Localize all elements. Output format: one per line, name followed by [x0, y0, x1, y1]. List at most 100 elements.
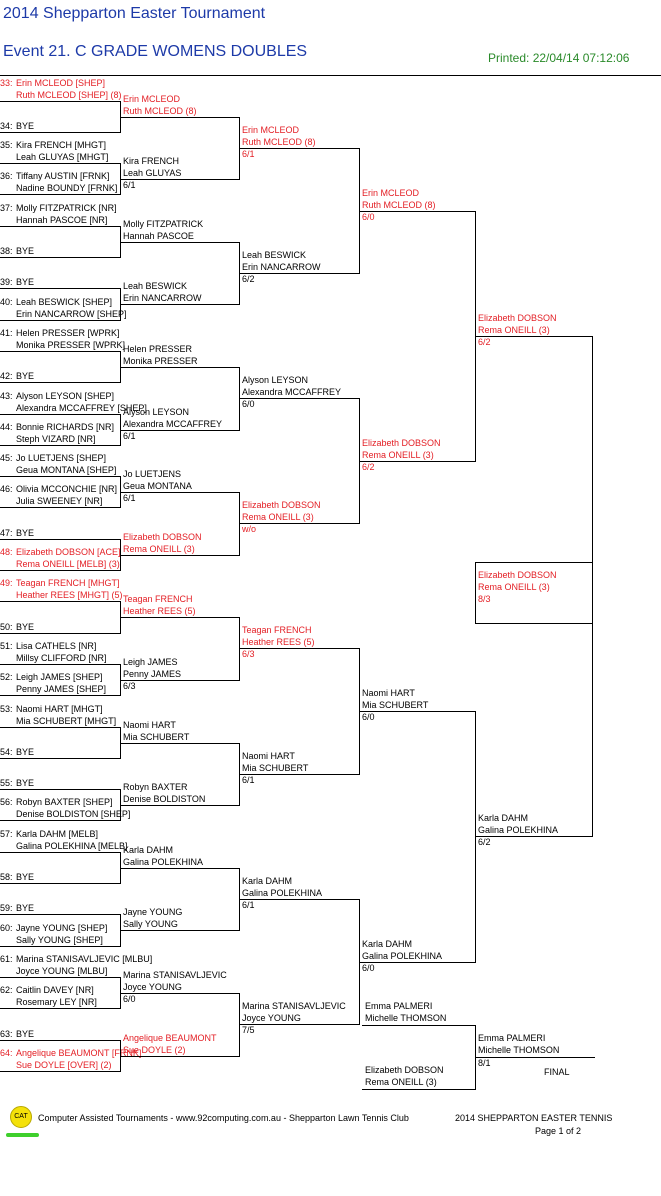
- bracket-line: [0, 727, 120, 728]
- player-name: Sally YOUNG [SHEP]: [16, 935, 103, 945]
- team-name: Geua MONTANA: [123, 481, 192, 491]
- draw-position: 37:: [0, 203, 13, 213]
- player-name: Denise BOLDISTON [SHEP]: [16, 809, 131, 819]
- tournament-title: 2014 Shepparton Easter Tournament: [3, 5, 266, 22]
- player-name: BYE: [16, 903, 35, 913]
- bracket-line: [0, 1071, 120, 1072]
- match-score: 6/3: [242, 649, 255, 659]
- player-name: BYE: [16, 277, 35, 287]
- draw-position: 46:: [0, 484, 13, 494]
- team-name: Erin MCLEOD: [362, 188, 420, 198]
- bracket-line: [0, 946, 120, 947]
- bracket-line: [362, 1025, 475, 1026]
- team-name: Galina POLEKHINA: [123, 857, 204, 867]
- bracket-line: [0, 351, 120, 352]
- team-name: Erin MCLEOD: [242, 125, 300, 135]
- bracket-line: [0, 977, 120, 978]
- team-name: Rema ONEILL (3): [478, 582, 550, 592]
- bracket-line: [0, 163, 120, 164]
- bracket-line: [0, 664, 120, 665]
- team-name: Marina STANISAVLJEVIC: [242, 1001, 346, 1011]
- player-name: BYE: [16, 121, 35, 131]
- bracket-line: [0, 320, 120, 321]
- team-name: Joyce YOUNG: [123, 982, 182, 992]
- player-name: Naomi HART [MHGT]: [16, 704, 103, 714]
- bracket-line: [120, 242, 240, 243]
- draw-position: 39:: [0, 277, 13, 287]
- bracket-line: [120, 179, 240, 180]
- bracket-line: [0, 194, 120, 195]
- player-name: Teagan FRENCH [MHGT]: [16, 578, 120, 588]
- team-name: Emma PALMERI: [478, 1033, 546, 1043]
- team-name: Ruth MCLEOD (8): [362, 200, 436, 210]
- team-name: Karla DAHM: [123, 845, 174, 855]
- footer-page: Page 1 of 2: [535, 1126, 582, 1136]
- team-name: Michelle THOMSON: [478, 1045, 560, 1055]
- player-name: Monika PRESSER [WPRK]: [16, 340, 126, 350]
- player-name: Geua MONTANA [SHEP]: [16, 465, 117, 475]
- draw-position: 62:: [0, 985, 13, 995]
- match-score: 6/0: [362, 963, 375, 973]
- team-name: Mia SCHUBERT: [242, 763, 309, 773]
- bracket-line: [0, 883, 120, 884]
- team-name: Marina STANISAVLJEVIC: [123, 970, 227, 980]
- team-name: Naomi HART: [123, 720, 176, 730]
- match-score: 8/3: [478, 594, 491, 604]
- match-score: 6/1: [242, 149, 255, 159]
- player-name: BYE: [16, 246, 35, 256]
- bracket-line: [0, 1008, 120, 1009]
- draw-position: 58:: [0, 872, 13, 882]
- bracket-line: [120, 117, 240, 118]
- player-name: Alexandra MCCAFFREY [SHEP]: [16, 403, 147, 413]
- bracket-line: [0, 914, 120, 915]
- player-name: Rema ONEILL [MELB] (3): [16, 559, 120, 569]
- team-name: Penny JAMES: [123, 669, 182, 679]
- bracket-line: [239, 273, 359, 274]
- player-name: Jo LUETJENS [SHEP]: [16, 453, 107, 463]
- player-name: Erin MCLEOD [SHEP]: [16, 78, 106, 88]
- match-score: 7/5: [242, 1025, 255, 1035]
- bracket-line: [0, 695, 120, 696]
- player-name: BYE: [16, 872, 35, 882]
- team-name: Jayne YOUNG: [123, 907, 183, 917]
- team-name: Heather REES (5): [242, 637, 315, 647]
- team-name: Rema ONEILL (3): [478, 325, 550, 335]
- bracket-line: [0, 820, 120, 821]
- match-score: 6/1: [123, 431, 136, 441]
- bracket-line: [239, 148, 359, 149]
- team-name: Erin MCLEOD: [123, 94, 181, 104]
- match-score: w/o: [242, 524, 257, 534]
- player-name: Angelique BEAUMONT [FRNK]: [16, 1048, 142, 1058]
- match-score: 6/0: [362, 712, 375, 722]
- bracket-line: [359, 461, 475, 462]
- bracket-line: [239, 1024, 359, 1025]
- bracket-line: [0, 852, 120, 853]
- player-name: Karla DAHM [MELB]: [16, 829, 99, 839]
- draw-position: 57:: [0, 829, 13, 839]
- team-name: Molly FITZPATRICK: [123, 219, 204, 229]
- bracket-line: [0, 789, 120, 790]
- team-name: Alexandra MCCAFFREY: [123, 419, 223, 429]
- bracket-line: [475, 336, 593, 337]
- player-name: Leah GLUYAS [MHGT]: [16, 152, 109, 162]
- team-name: Helen PRESSER: [123, 344, 193, 354]
- player-name: BYE: [16, 371, 35, 381]
- team-name: Sally YOUNG: [123, 919, 178, 929]
- bracket-line: [0, 633, 120, 634]
- team-name: Monika PRESSER: [123, 356, 198, 366]
- draw-position: 43:: [0, 391, 13, 401]
- bracket-line: [120, 617, 240, 618]
- team-name: Rema ONEILL (3): [123, 544, 195, 554]
- team-name: Rema ONEILL (3): [365, 1077, 437, 1087]
- bracket-line: [0, 226, 120, 227]
- bracket-line: [120, 930, 240, 931]
- team-name: Erin NANCARROW: [242, 262, 321, 272]
- bracket-line: [475, 836, 593, 837]
- match-score: 6/0: [362, 212, 375, 222]
- player-name: Joyce YOUNG [MLBU]: [16, 966, 108, 976]
- team-name: Karla DAHM: [478, 813, 529, 823]
- team-name: Elizabeth DOBSON: [362, 438, 441, 448]
- match-score: 6/0: [242, 399, 255, 409]
- team-name: Elizabeth DOBSON: [478, 313, 557, 323]
- player-name: Leah BESWICK [SHEP]: [16, 297, 113, 307]
